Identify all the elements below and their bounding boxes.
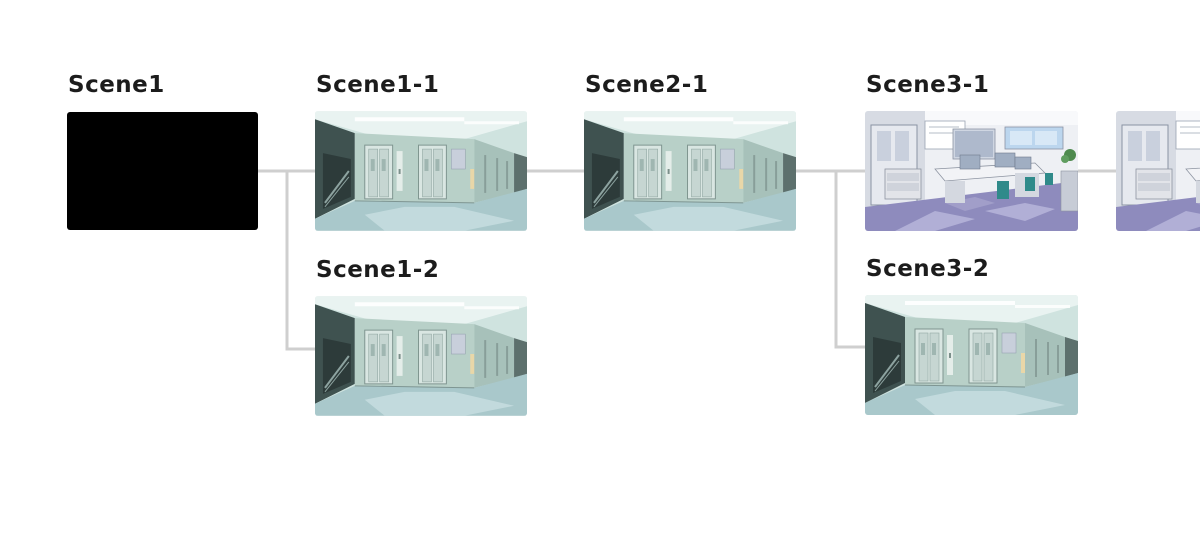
black-screen-thumbnail[interactable] [67,112,258,230]
hallway-thumbnail[interactable] [865,295,1078,415]
hallway-thumbnail[interactable] [315,296,527,416]
scene-label: Scene3-1 [866,72,990,98]
hallway-thumbnail[interactable] [584,111,796,231]
scene-label: Scene1-1 [316,72,440,98]
office-thumbnail[interactable] [1116,111,1200,231]
scene-label: Scene2-1 [585,72,709,98]
scene-label: Scene3-2 [866,256,990,282]
office-thumbnail[interactable] [865,111,1078,231]
scene-label: Scene1-2 [316,257,440,283]
scene-label: Scene1 [68,72,165,98]
hallway-thumbnail[interactable] [315,111,527,231]
